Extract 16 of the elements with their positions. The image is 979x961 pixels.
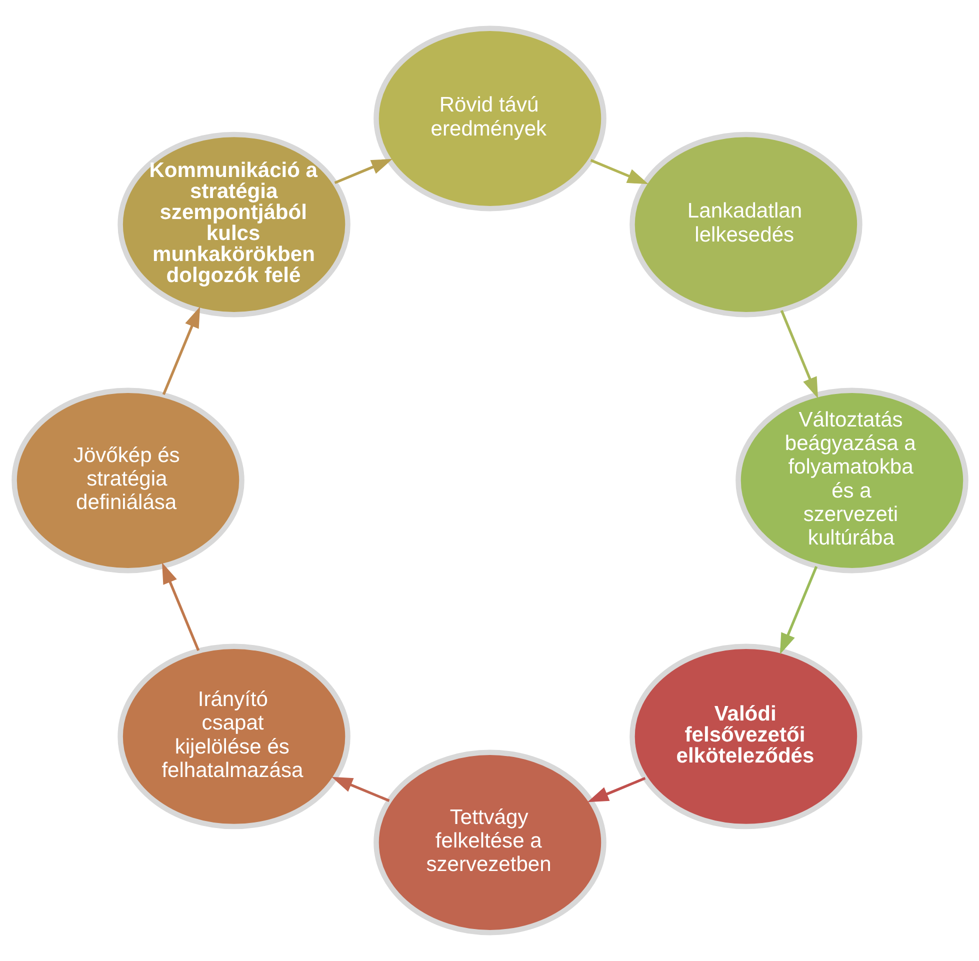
arrow xyxy=(779,566,818,654)
arrow xyxy=(590,159,648,184)
node-ellipse: Irányító csapat kijelölése és felhatalmazása xyxy=(117,644,350,830)
arrow xyxy=(334,158,392,184)
node-ellipse: Lankadatlan lelkesedés xyxy=(629,132,862,318)
arrow xyxy=(586,777,646,802)
node-ellipse: Változtatás beágyazása a folyamatokba és a szervezeti kultúrába xyxy=(735,388,968,574)
node-ellipse: Kommunikáció a stratégia szempontjából kulcs munkakörökben dolgozók felé xyxy=(117,132,350,318)
arrow xyxy=(330,776,390,802)
node-ellipse: Jövőkép és stratégia definiálása xyxy=(11,388,244,574)
node-ellipse: Valódi felsővezetői elköteleződés xyxy=(629,644,862,830)
node-ellipse: Tettvágy felkeltése a szervezetben xyxy=(373,750,606,936)
arrow xyxy=(162,562,200,652)
arrow xyxy=(780,310,818,398)
node-ellipse: Rövid távú eredmények xyxy=(373,26,606,212)
arrow xyxy=(162,306,200,396)
